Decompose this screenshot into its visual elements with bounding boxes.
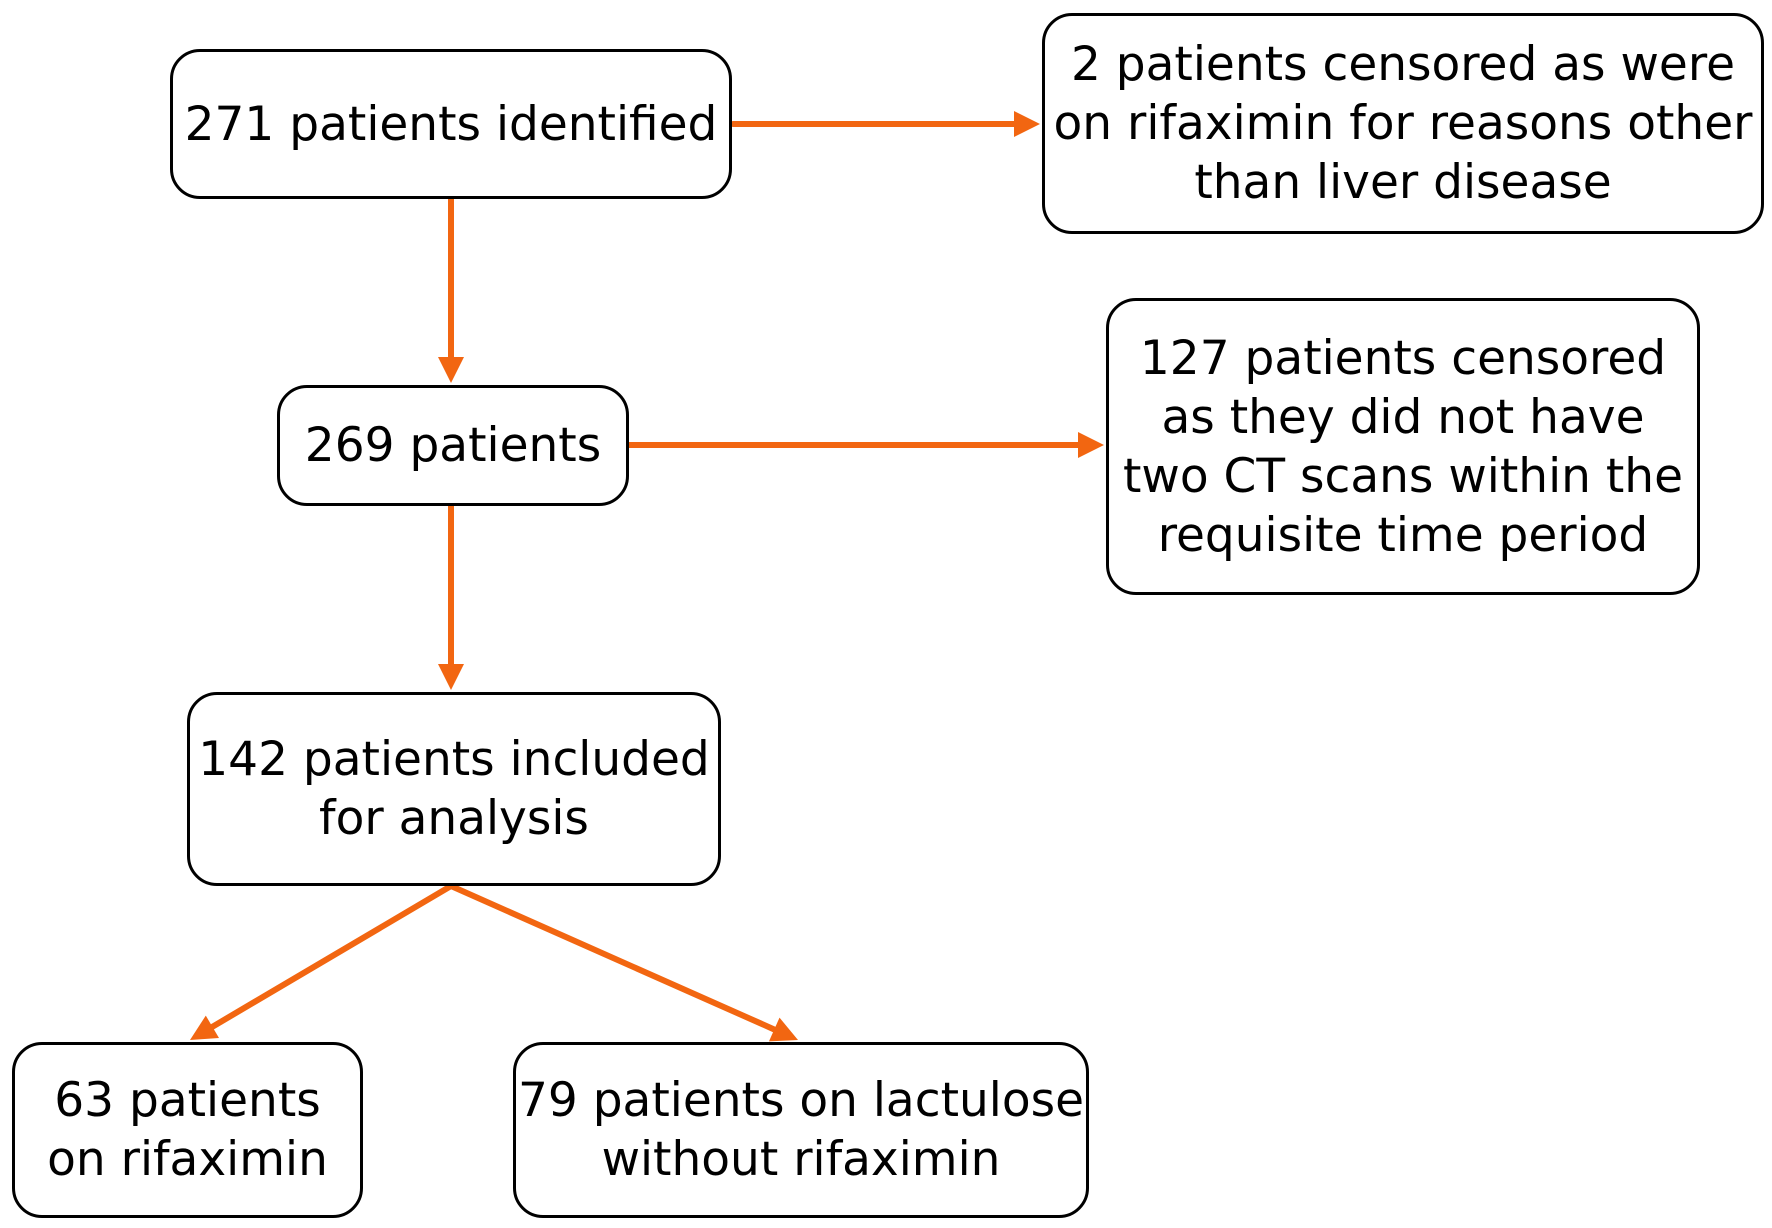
box-censored-rifaximin: 2 patients censored as were on rifaximin… [1042, 13, 1764, 234]
arrow-identified-to-censored-head [1014, 111, 1040, 137]
box-censored-rifaximin-label: 2 patients censored as were on rifaximin… [1053, 37, 1753, 210]
arrow-included-to-rifaximin-line [209, 883, 454, 1030]
arrow-included-to-lactulose-head [768, 1017, 798, 1042]
arrow-included-to-lactulose [448, 883, 798, 1042]
arrow-identified-to-remaining [438, 196, 464, 383]
arrow-included-to-rifaximin [190, 883, 454, 1040]
box-censored-ct: 127 patients censored as they did not ha… [1106, 298, 1700, 595]
arrow-identified-to-remaining-head [438, 357, 464, 383]
box-rifaximin-group: 63 patients on rifaximin [12, 1042, 363, 1218]
box-rifaximin-group-label: 63 patients on rifaximin [47, 1073, 328, 1187]
box-lactulose-group-label: 79 patients on lactulose without rifaxim… [517, 1073, 1085, 1187]
box-included-analysis-label: 142 patients included for analysis [198, 732, 710, 846]
arrow-remaining-to-included-head [438, 664, 464, 690]
arrow-remaining-to-censored-ct [626, 432, 1104, 458]
box-censored-ct-label: 127 patients censored as they did not ha… [1122, 330, 1683, 563]
arrow-included-to-rifaximin-head [190, 1015, 219, 1040]
box-patients-identified: 271 patients identified [170, 49, 732, 199]
arrow-remaining-to-censored-ct-head [1078, 432, 1104, 458]
arrow-included-to-lactulose-line [448, 883, 778, 1033]
box-lactulose-group: 79 patients on lactulose without rifaxim… [513, 1042, 1089, 1218]
arrow-identified-to-censored [730, 111, 1040, 137]
arrow-remaining-to-included [438, 503, 464, 690]
box-remaining-patients: 269 patients [277, 385, 629, 506]
box-included-analysis: 142 patients included for analysis [187, 692, 721, 886]
box-patients-identified-label: 271 patients identified [184, 96, 718, 152]
box-remaining-patients-label: 269 patients [304, 418, 602, 473]
